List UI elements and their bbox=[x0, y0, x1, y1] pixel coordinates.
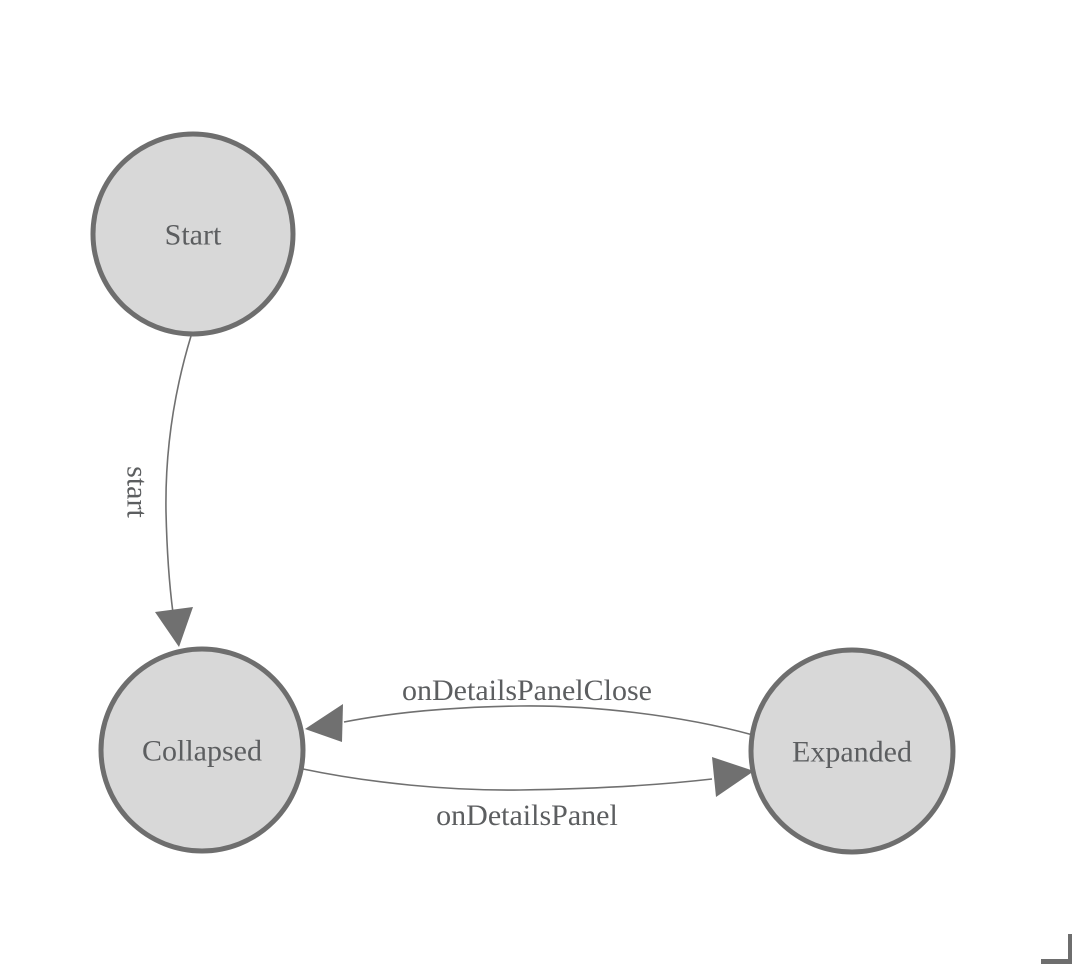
edge-label-start: start bbox=[121, 466, 154, 518]
edge-label-ondetailspanelclose: onDetailsPanelClose bbox=[402, 674, 652, 707]
edge-start-to-collapsed: start bbox=[121, 335, 193, 647]
state-node-start-label: Start bbox=[165, 219, 222, 252]
arrowhead-into-collapsed-top bbox=[155, 607, 193, 647]
state-node-collapsed-label: Collapsed bbox=[142, 735, 262, 768]
arrowhead-into-collapsed-right bbox=[305, 704, 343, 742]
state-node-start-circle bbox=[90, 131, 296, 337]
canvas-corner-mark-vertical bbox=[1068, 934, 1072, 964]
state-node-expanded-circle bbox=[748, 647, 956, 855]
edge-label-ondetailspanel: onDetailsPanel bbox=[436, 799, 618, 832]
edge-collapsed-to-expanded: onDetailsPanel bbox=[302, 757, 754, 832]
edge-expanded-to-collapsed-path bbox=[343, 705, 754, 736]
edge-expanded-to-collapsed: onDetailsPanelClose bbox=[305, 674, 754, 742]
state-node-expanded-label: Expanded bbox=[792, 736, 912, 769]
state-node-collapsed-circle bbox=[98, 646, 306, 854]
state-node-start[interactable]: Start bbox=[90, 131, 296, 337]
canvas-corner-mark bbox=[1041, 934, 1072, 964]
arrowhead-into-expanded-left bbox=[712, 757, 754, 797]
state-node-collapsed[interactable]: Collapsed bbox=[98, 646, 306, 854]
state-node-expanded[interactable]: Expanded bbox=[748, 647, 956, 855]
edge-collapsed-to-expanded-path bbox=[302, 768, 713, 791]
canvas-corner-mark-horizontal bbox=[1041, 959, 1072, 964]
edge-start-to-collapsed-path bbox=[165, 335, 192, 614]
